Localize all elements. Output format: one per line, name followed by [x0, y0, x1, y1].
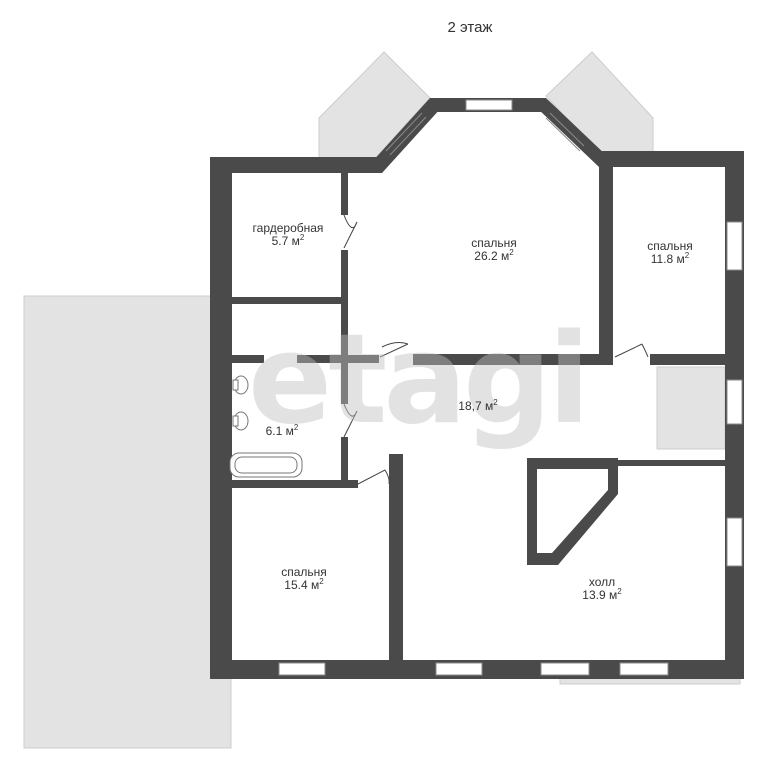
door-bedroom-main [379, 342, 409, 358]
bathtub [229, 452, 303, 478]
windows [278, 99, 743, 676]
bay-windows [385, 112, 585, 156]
window-east-3 [726, 517, 743, 567]
terrace-left [23, 295, 232, 749]
room-label-bedroom-south: спальня 15.4 м2 [281, 565, 327, 592]
window-east-2 [726, 379, 743, 425]
room-label-hall: холл 13.9 м2 [582, 575, 622, 602]
room-label-bedroom-main: спальня 26.2 м2 [471, 236, 517, 263]
window-south-2 [435, 662, 483, 676]
door-wardrobe [343, 214, 358, 249]
floor-title: 2 этаж [447, 19, 493, 36]
doors [343, 214, 649, 485]
terraces [23, 51, 741, 749]
bay-balcony-left [318, 51, 431, 164]
room-label-wardrobe: гардеробная 5.7 м2 [252, 221, 324, 248]
window-south-4 [619, 662, 669, 676]
window-south-1 [278, 662, 326, 676]
room-label-corridor: 18,7 м2 [458, 398, 498, 413]
window-south-3 [540, 662, 590, 676]
stair-void [656, 366, 726, 450]
fixtures [229, 375, 303, 478]
door-bedroom-east [614, 343, 649, 358]
room-label-bathroom: 6.1 м2 [265, 423, 299, 438]
room-label-bedroom-east: спальня 11.8 м2 [647, 239, 693, 266]
door-bedroom-south [357, 469, 390, 485]
bay-balcony-right [545, 51, 654, 164]
window-east-1 [726, 221, 743, 271]
watermark: etagi [248, 308, 590, 452]
door-bathroom [343, 403, 358, 438]
window-top [465, 99, 513, 111]
